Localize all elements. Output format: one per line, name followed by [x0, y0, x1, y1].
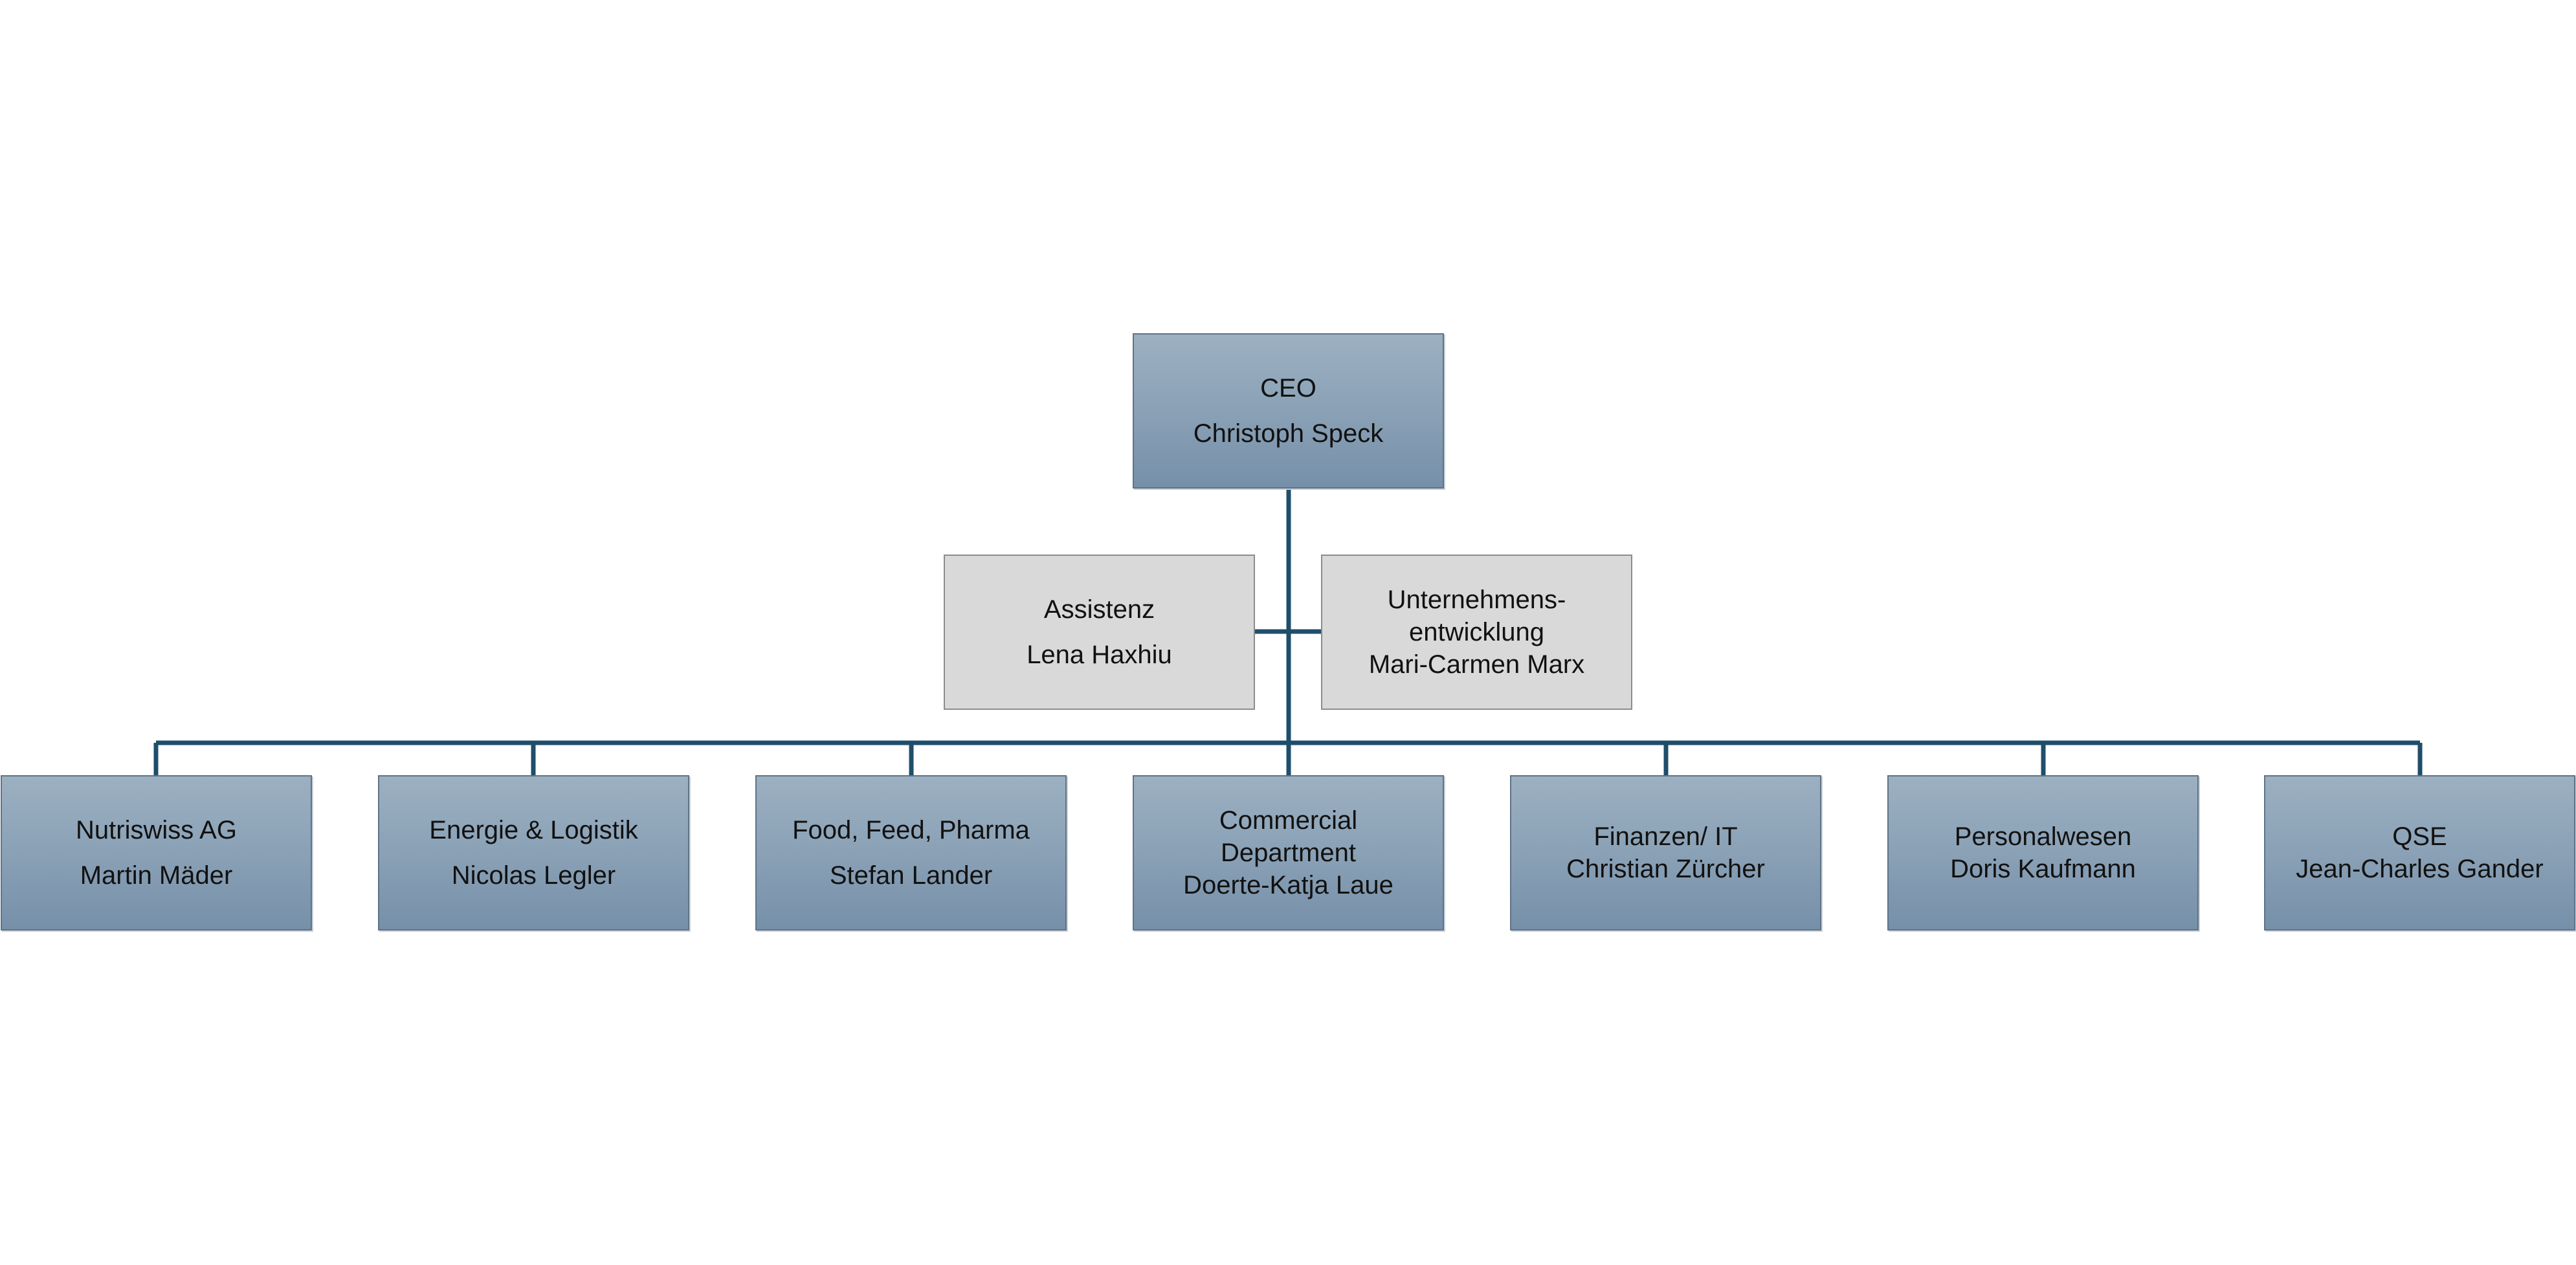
- department-personalwesen-box: Personalwesen Doris Kaufmann: [1887, 775, 2199, 930]
- department-finanzen-it-unit: Finanzen/ IT: [1593, 822, 1738, 851]
- department-qse-head: Jean-Charles Gander: [2296, 855, 2544, 883]
- department-qse-box: QSE Jean-Charles Gander: [2264, 775, 2575, 930]
- department-nutriswiss-box: Nutriswiss AG Martin Mäder: [1, 775, 312, 930]
- department-commercial-unit-line-2: Department: [1221, 839, 1356, 867]
- department-personalwesen-head: Doris Kaufmann: [1950, 855, 2136, 883]
- department-nutriswiss-head: Martin Mäder: [80, 861, 233, 890]
- department-energie-logistik-unit: Energie & Logistik: [429, 816, 638, 844]
- assistenz-box: Assistenz Lena Haxhiu: [944, 555, 1255, 710]
- department-personalwesen-unit: Personalwesen: [1954, 822, 2132, 851]
- department-food-feed-pharma-head: Stefan Lander: [829, 861, 993, 890]
- department-qse-unit: QSE: [2392, 822, 2447, 851]
- ceo-name: Christoph Speck: [1193, 419, 1384, 448]
- department-commercial-unit-line-1: Commercial: [1219, 806, 1358, 835]
- ceo-title: CEO: [1260, 374, 1316, 402]
- unternehmensentwicklung-role-line-1: Unternehmens-: [1387, 586, 1566, 614]
- assistenz-role: Assistenz: [1043, 595, 1155, 624]
- department-food-feed-pharma-unit: Food, Feed, Pharma: [792, 816, 1030, 844]
- department-nutriswiss-unit: Nutriswiss AG: [76, 816, 237, 844]
- department-energie-logistik-head: Nicolas Legler: [451, 861, 616, 890]
- unternehmensentwicklung-name: Mari-Carmen Marx: [1368, 650, 1585, 679]
- assistenz-name: Lena Haxhiu: [1027, 641, 1172, 669]
- department-commercial-head: Doerte-Katja Laue: [1183, 871, 1393, 899]
- unternehmensentwicklung-role-line-2: entwicklung: [1408, 618, 1544, 646]
- department-commercial-box: Commercial Department Doerte-Katja Laue: [1133, 775, 1444, 930]
- unternehmensentwicklung-box: Unternehmens- entwicklung Mari-Carmen Ma…: [1321, 555, 1632, 710]
- department-food-feed-pharma-box: Food, Feed, Pharma Stefan Lander: [755, 775, 1067, 930]
- ceo-box: CEO Christoph Speck: [1133, 333, 1444, 489]
- department-finanzen-it-box: Finanzen/ IT Christian Zürcher: [1510, 775, 1821, 930]
- department-finanzen-it-head: Christian Zürcher: [1566, 855, 1765, 883]
- department-energie-logistik-box: Energie & Logistik Nicolas Legler: [378, 775, 689, 930]
